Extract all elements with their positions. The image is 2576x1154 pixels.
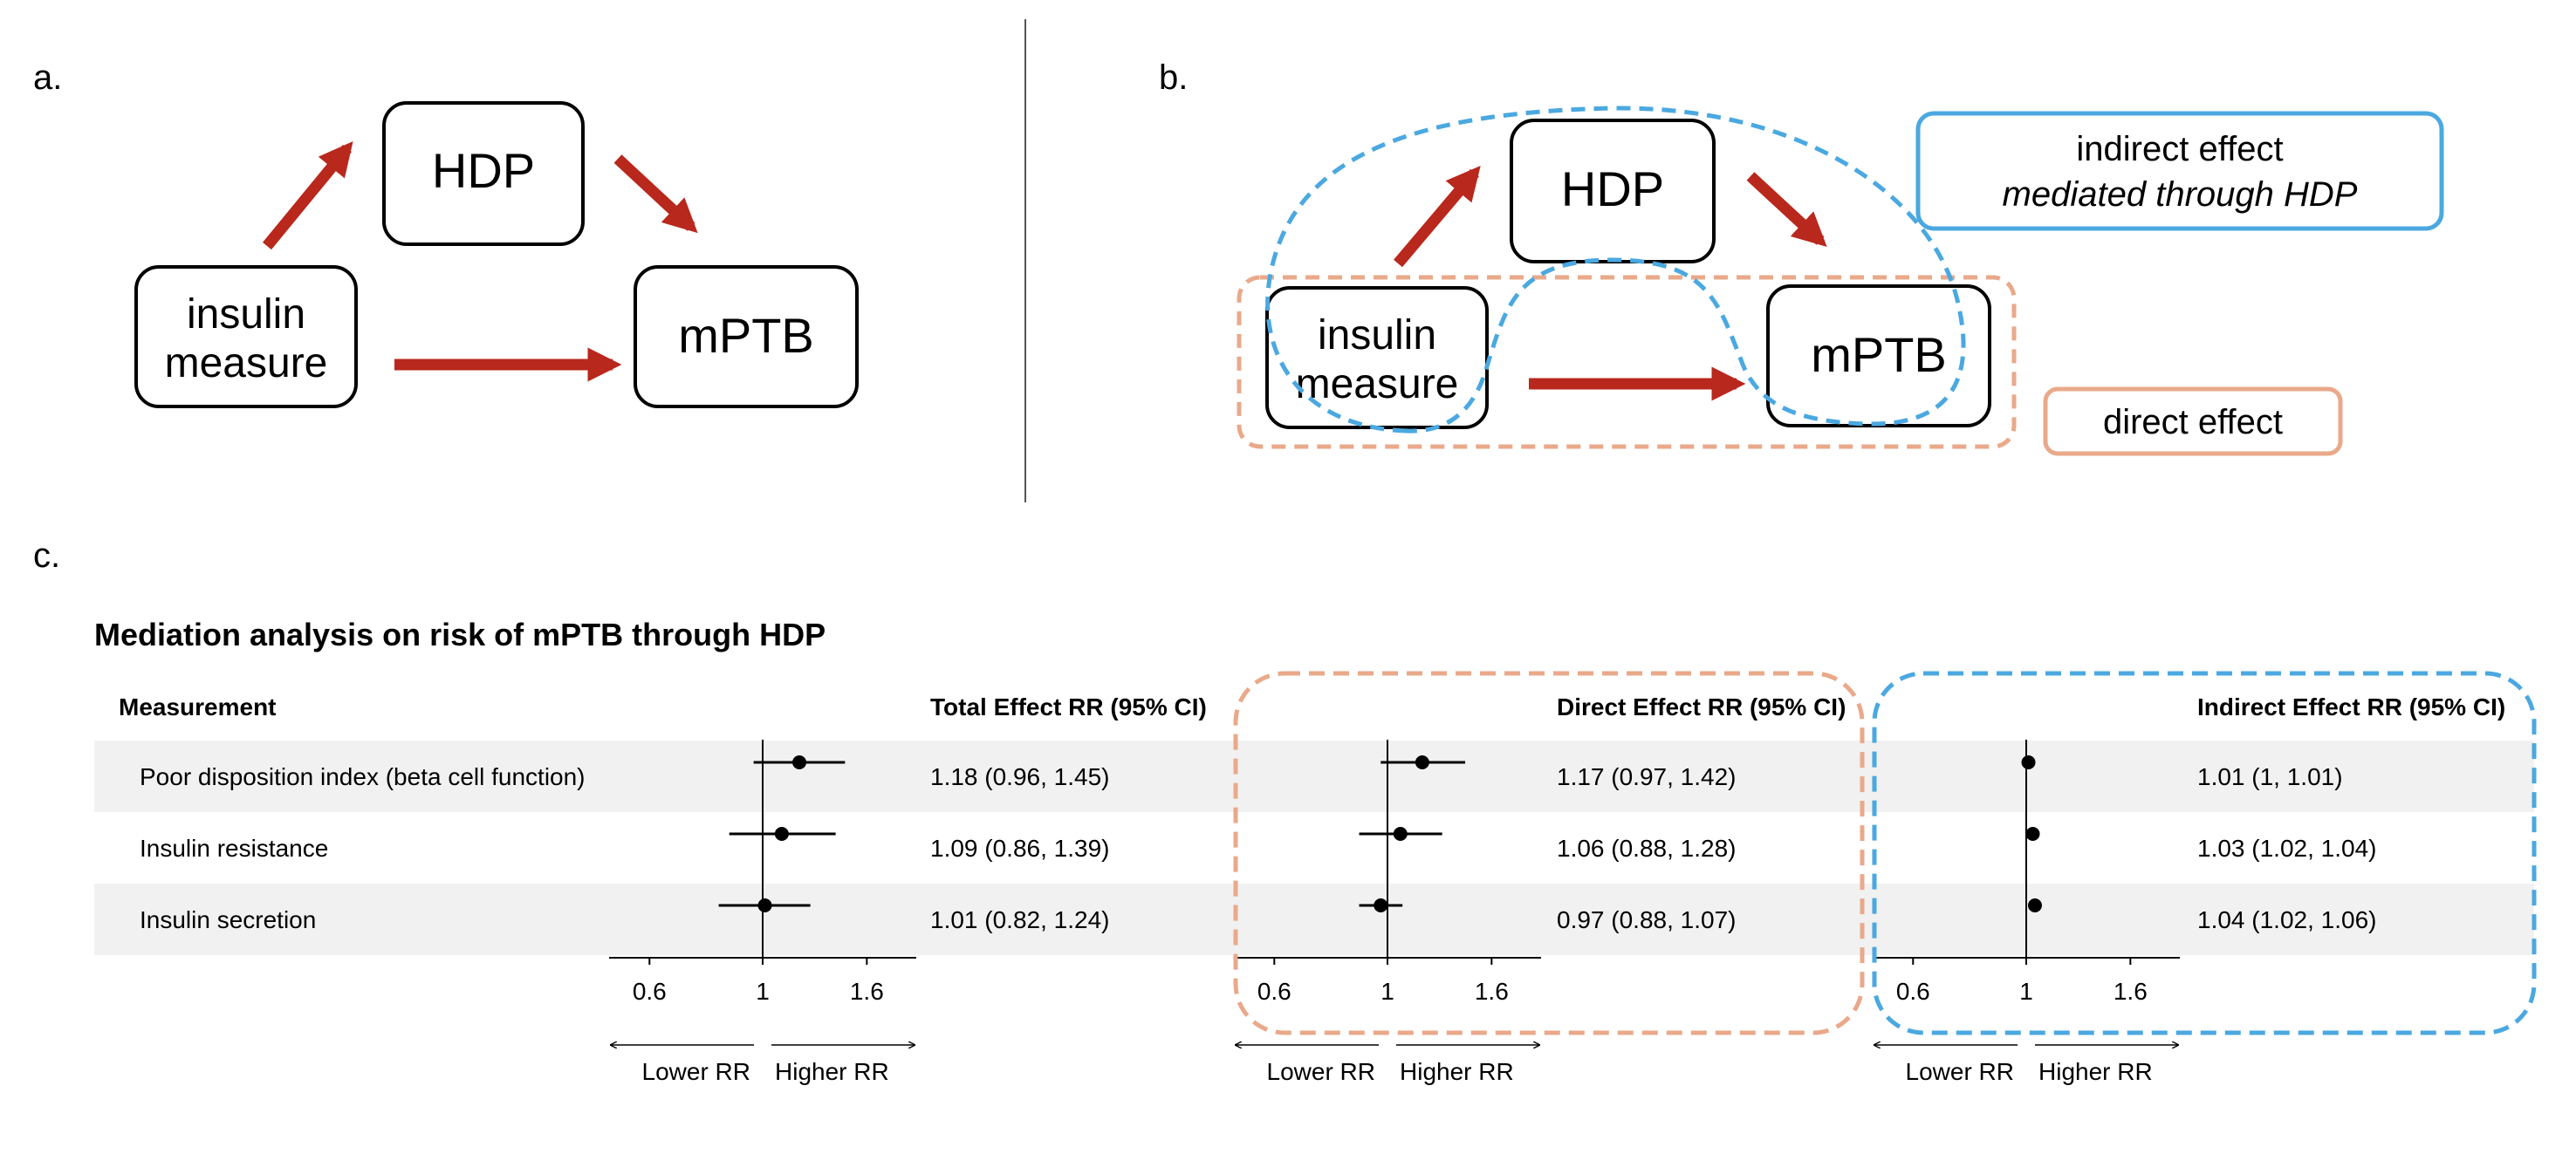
x-tick-label: 1.6 (850, 978, 884, 1005)
lower-rr-label: Lower RR (1267, 1058, 1375, 1085)
value-label: 1.04 (1.02, 1.06) (2197, 906, 2376, 933)
insulin-node-label-b-line2: measure (1296, 361, 1459, 407)
value-label: 1.01 (1, 1.01) (2197, 763, 2343, 790)
chart-title: Mediation analysis on risk of mPTB throu… (94, 617, 826, 652)
row-band (94, 741, 2534, 812)
indirect-effect-region (1265, 106, 1966, 434)
insulin-node-label-line1: insulin (187, 291, 305, 338)
arrow-insulin-to-hdp (262, 140, 353, 250)
forest-plot-3: Indirect Effect RR (95% CI) 0.6 1 1.6Lower … (1873, 693, 2505, 1085)
value-label: 1.18 (0.96, 1.45) (930, 763, 1109, 790)
row-label: Insulin secretion (140, 906, 316, 933)
indirect-effect-table-region (1872, 671, 2537, 1035)
row-label: Poor disposition index (beta cell functi… (140, 763, 586, 790)
point-estimate (1374, 898, 1388, 912)
point-estimate (1393, 827, 1408, 841)
column-header: Indirect Effect RR (95% CI) (2197, 693, 2505, 720)
value-label: 1.06 (0.88, 1.28) (1557, 835, 1736, 862)
direct-effect-legend-label: direct effect (2103, 403, 2283, 441)
point-estimate (792, 755, 807, 769)
x-tick-label: 0.6 (633, 978, 667, 1005)
insulin-node-label-b-line1: insulin (1318, 312, 1436, 358)
insulin-node-box (134, 265, 358, 408)
direct-effect-table-region (1233, 671, 1865, 1035)
value-label: 1.01 (0.82, 1.24) (930, 906, 1109, 933)
x-tick-label: 0.6 (1896, 978, 1930, 1005)
row-bands (94, 741, 2534, 955)
point-estimate (774, 827, 789, 841)
x-tick-label: 0.6 (1257, 978, 1291, 1005)
direct-effect-legend (2043, 386, 2343, 456)
mptb-node-box (634, 265, 859, 408)
insulin-node-label-line2: measure (165, 340, 328, 386)
x-tick-label: 1 (2019, 978, 2033, 1005)
mptb-node-label-b: mPTB (1811, 327, 1947, 382)
hdp-node-box (382, 101, 585, 246)
lower-rr-label: Lower RR (1906, 1058, 2014, 1085)
point-estimate (757, 898, 772, 912)
row-label: Insulin resistance (140, 835, 328, 862)
value-label: 0.97 (0.88, 1.07) (1557, 906, 1736, 933)
arrow-hdp-to-mptb-b (1746, 172, 1827, 248)
direct-effect-region (1237, 275, 2017, 449)
panel-a-label: a. (33, 58, 62, 97)
arrow-insulin-to-hdp-b (1394, 166, 1481, 268)
x-tick-label: 1.6 (1475, 978, 1509, 1005)
panel-c-label: c. (33, 536, 60, 575)
point-estimate (2021, 755, 2036, 769)
lower-rr-label: Lower RR (642, 1058, 750, 1085)
column-header: Direct Effect RR (95% CI) (1557, 693, 1846, 720)
point-estimate (1415, 755, 1429, 769)
panel-b-label: b. (1159, 58, 1188, 97)
point-estimate (2027, 898, 2042, 912)
value-label: 1.17 (0.97, 1.42) (1557, 763, 1736, 790)
indirect-effect-legend-line1: indirect effect (2076, 130, 2283, 168)
panel-a: a. HDP insulin measure mPTB (33, 58, 859, 408)
value-label: 1.03 (1.02, 1.04) (2197, 835, 2376, 862)
higher-rr-label: Higher RR (1400, 1058, 1514, 1085)
arrow-hdp-to-mptb (613, 154, 698, 234)
column-header: Total Effect RR (95% CI) (930, 693, 1207, 720)
indirect-effect-legend (1915, 111, 2444, 231)
row-labels: Poor disposition index (beta cell functi… (140, 763, 586, 933)
panel-c: c. Mediation analysis on risk of mPTB th… (33, 536, 2537, 1085)
x-tick-label: 1.6 (2114, 978, 2148, 1005)
row-header: Measurement (119, 693, 277, 720)
row-band (94, 884, 2534, 955)
x-tick-label: 1 (756, 978, 770, 1005)
mptb-node-label: mPTB (678, 308, 814, 363)
indirect-effect-legend-line2: mediated through HDP (2003, 175, 2358, 214)
hdp-node-label: HDP (432, 143, 535, 198)
x-tick-label: 1 (1380, 978, 1394, 1005)
higher-rr-label: Higher RR (2038, 1058, 2153, 1085)
value-label: 1.09 (0.86, 1.39) (930, 835, 1109, 862)
hdp-node-label-b: HDP (1561, 161, 1664, 216)
higher-rr-label: Higher RR (775, 1058, 889, 1085)
panel-b: b. HDP insulin measure mPTB indirect eff… (1159, 58, 2444, 456)
point-estimate (2025, 827, 2040, 841)
